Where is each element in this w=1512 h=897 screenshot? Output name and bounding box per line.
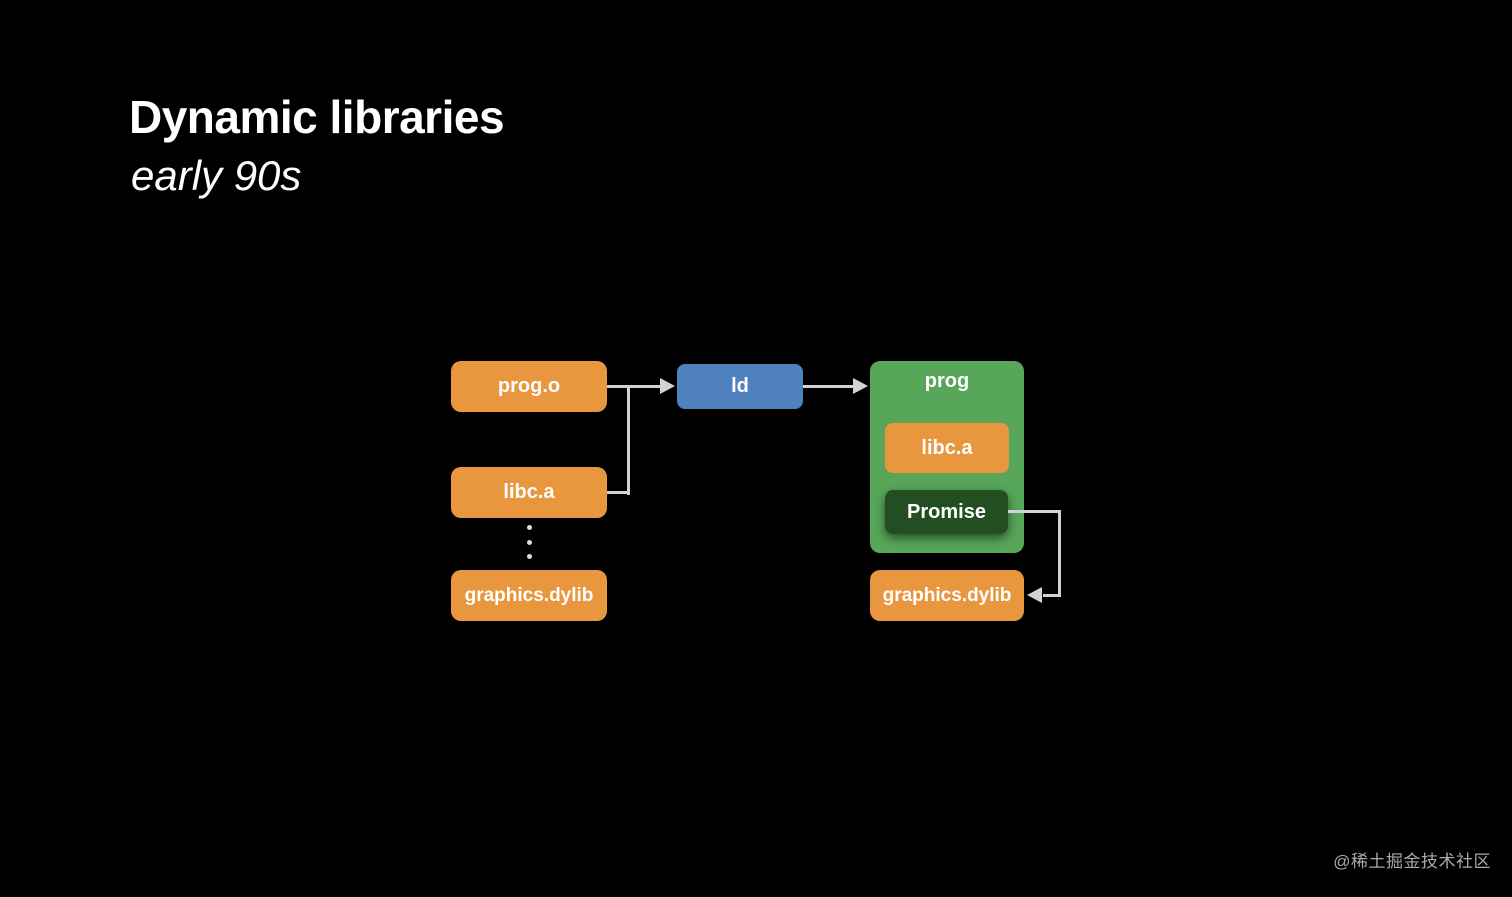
embedded-box-libc-a: libc.a (885, 423, 1009, 473)
ellipsis-dot (527, 525, 532, 530)
arrowhead-right-icon (660, 378, 675, 394)
input-box-prog-o: prog.o (451, 361, 607, 412)
arrowhead-left-icon (1027, 587, 1042, 603)
ellipsis-dot (527, 540, 532, 545)
watermark: @稀土掘金技术社区 (1333, 852, 1491, 871)
program-box-prog: prog libc.a Promise (870, 361, 1024, 553)
input-box-libc-a: libc.a (451, 467, 607, 518)
embedded-box-promise: Promise (885, 490, 1008, 534)
connector-promise-horizontal (1008, 510, 1061, 513)
slide-subtitle: early 90s (131, 152, 302, 199)
connector-ld-to-prog (803, 385, 855, 388)
input-box-graphics-dylib: graphics.dylib (451, 570, 607, 621)
slide-title: Dynamic libraries (129, 91, 505, 143)
ellipsis-dot (527, 554, 532, 559)
connector-promise-return (1043, 594, 1061, 597)
program-box-label: prog (924, 370, 970, 392)
connector-progo-to-ld (607, 385, 662, 388)
dylib-box-graphics-dylib: graphics.dylib (870, 570, 1024, 621)
connector-libca-horizontal (607, 491, 630, 494)
arrowhead-right-icon (853, 378, 868, 394)
connector-promise-vertical (1058, 510, 1061, 597)
connector-libca-vertical (627, 385, 630, 495)
linker-box-ld: ld (677, 364, 803, 409)
